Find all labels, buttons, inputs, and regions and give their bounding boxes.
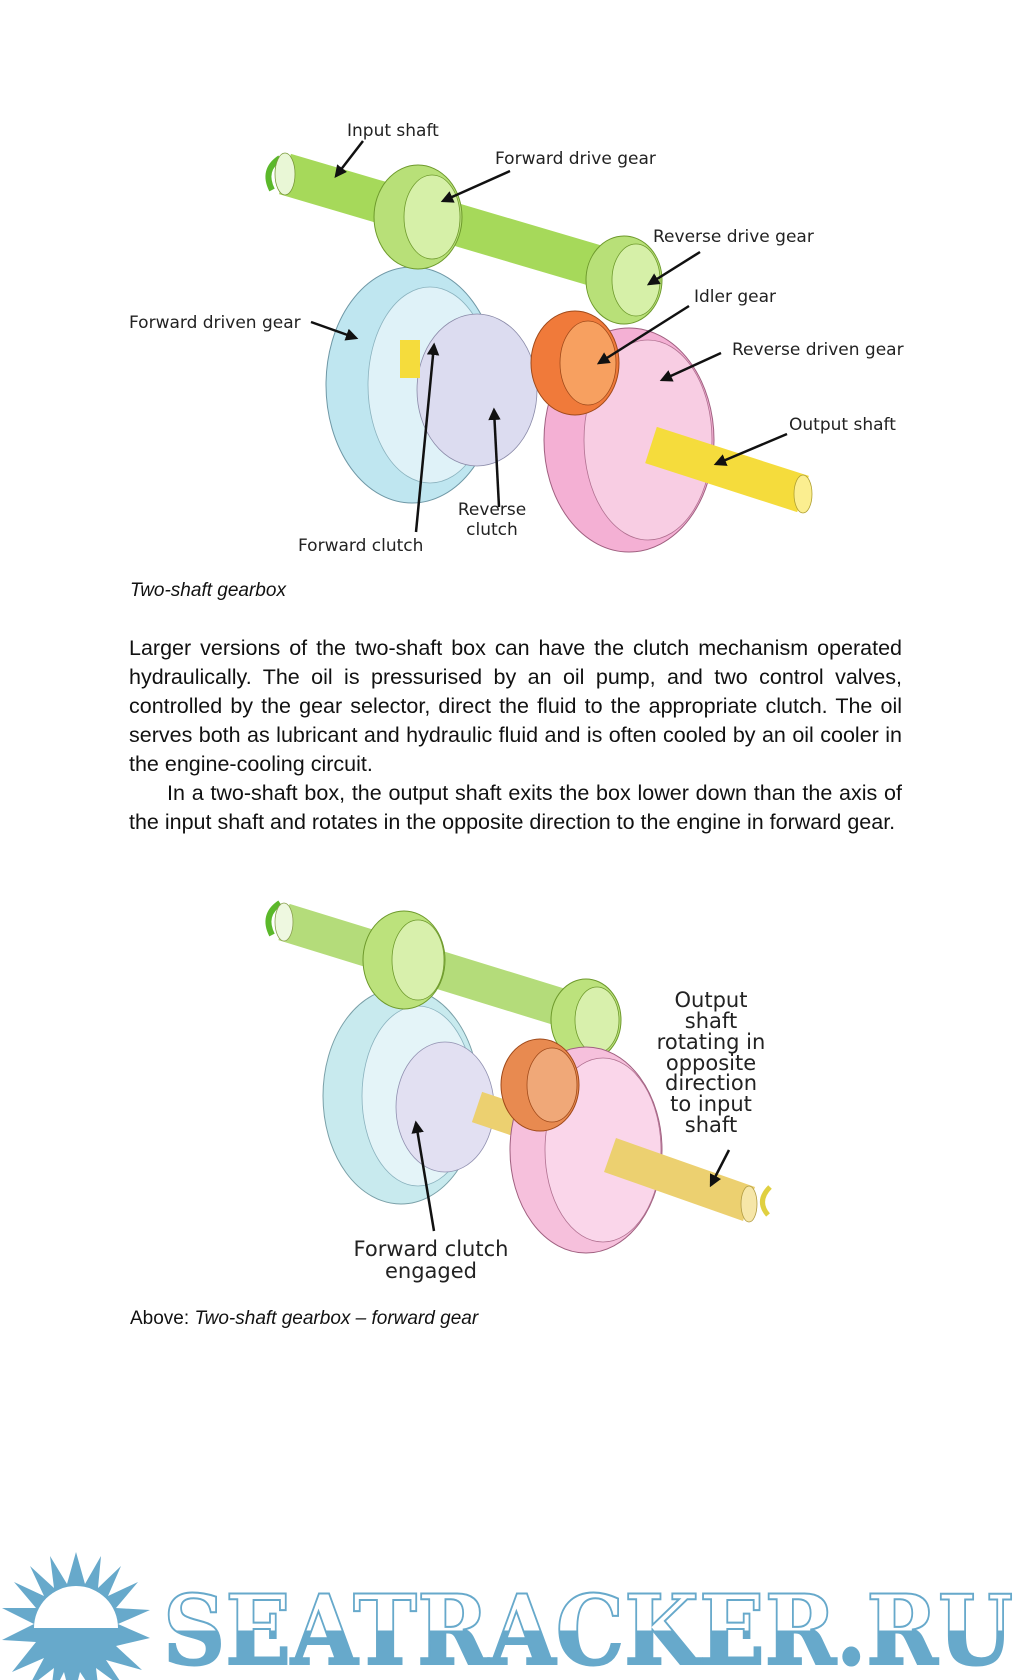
caption-prefix: Above: — [130, 1308, 195, 1329]
label-line: shaft — [685, 1113, 737, 1137]
label-reverse-drive-gear: Reverse drive gear — [653, 227, 814, 247]
label-forward-clutch-engaged: Forward clutch engaged — [354, 1237, 509, 1283]
label-line: direction — [665, 1071, 757, 1095]
label-forward-clutch: Forward clutch — [298, 536, 423, 556]
label-line: Output — [675, 988, 748, 1012]
label-line: shaft — [685, 1009, 737, 1033]
label-line: rotating in — [657, 1030, 766, 1054]
label-arrows — [411, 1120, 731, 1232]
rotation-arrow-icon — [265, 900, 282, 937]
label-idler-gear: Idler gear — [694, 287, 776, 307]
label-reverse-clutch: Reverse — [458, 500, 526, 520]
label-line: engaged — [385, 1259, 477, 1283]
body-text: Larger versions of the two-shaft box can… — [129, 634, 902, 837]
watermark-text: SEATRACKER.RU — [163, 1574, 1013, 1680]
label-input-shaft: Input shaft — [347, 121, 439, 141]
seatracker-watermark: SEATRACKER.RU — [2, 1552, 1014, 1680]
figure-2-caption: Above: Two-shaft gearbox – forward gear — [130, 1308, 478, 1330]
label-reverse-clutch-2: clutch — [466, 520, 518, 540]
label-output-note: Output shaft rotating in opposite direct… — [657, 988, 766, 1137]
rotation-arrow-icon — [760, 1185, 772, 1217]
figure-2: Output shaft rotating in opposite direct… — [265, 900, 772, 1283]
paragraph-1: Larger versions of the two-shaft box can… — [129, 636, 902, 776]
figure-1: Input shaft Forward drive gear Reverse d… — [129, 121, 904, 556]
clutch — [416, 313, 538, 467]
label-line: opposite — [666, 1051, 756, 1075]
caption-title: Two-shaft gearbox – forward gear — [194, 1308, 479, 1329]
label-arrows — [310, 140, 788, 533]
figure-1-caption: Two-shaft gearbox — [130, 580, 286, 601]
label-forward-drive-gear: Forward drive gear — [495, 149, 656, 169]
output-shaft — [645, 426, 809, 513]
label-reverse-driven-gear: Reverse driven gear — [732, 340, 904, 360]
sun-icon — [2, 1552, 150, 1680]
label-line: Forward clutch — [354, 1237, 509, 1261]
paragraph-2: In a two-shaft box, the output shaft exi… — [129, 781, 902, 834]
label-line: to input — [670, 1092, 752, 1116]
label-forward-driven-gear: Forward driven gear — [129, 313, 301, 333]
label-output-shaft: Output shaft — [789, 415, 896, 435]
